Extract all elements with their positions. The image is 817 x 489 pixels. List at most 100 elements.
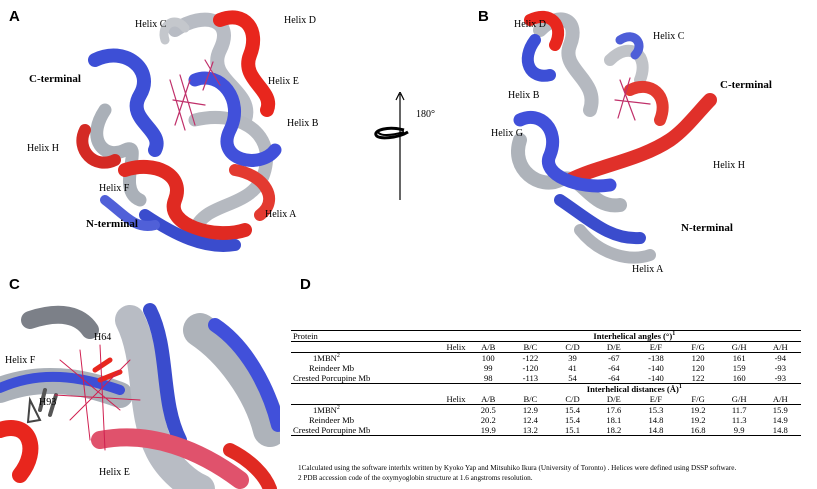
panel-a-helix-a-label: Helix A [265,209,297,220]
panel-c-h93-label: H93 [39,397,57,408]
table-cell: 122 [677,373,719,384]
panel-c-helix-f-label: Helix F [5,355,36,366]
panel-b-c-terminal-label: C-terminal [720,79,772,91]
protein-name: 1MBN [313,405,337,415]
panel-c-h64-label: H64 [94,332,112,343]
table-cell: 15.4 [564,405,581,415]
panel-b-helix-c-label: Helix C [653,31,685,42]
panel-c-helix-e-label: Helix E [99,467,130,478]
helix-pair-header: A/H [759,341,801,353]
table-cell: 18.2 [593,425,635,436]
panel-a-helix-c-label: Helix C [135,19,167,30]
helix-pair-header: B/C [508,341,552,353]
protein-sup: 2 [336,405,340,412]
table-cell: 15.9 [772,405,788,415]
table-cell: -120 [522,363,539,373]
panel-b-helix-a-label: Helix A [632,264,664,275]
table-cell: -113 [508,373,552,384]
table-cell: 14.8 [634,425,678,436]
table-cell: -93 [774,363,787,373]
panel-a-helix-d-label: Helix D [284,15,316,26]
helix-pair-header: F/G [677,341,719,353]
panel-b-ribbon-image [511,10,717,264]
table-cell: 98 [467,373,509,384]
table-cell: 15.3 [648,405,664,415]
panel-a-helix-e-label: Helix E [268,76,299,87]
table-cell: -93 [759,373,801,384]
table-footnote-1: 1Calculated using the software interhlx … [298,464,737,472]
panel-b-n-terminal-label: N-terminal [681,222,733,234]
helix-column-label: Helix [446,342,466,352]
table-cell: -140 [634,373,678,384]
panel-a-ribbon-image [76,10,282,252]
table-cell: 14.9 [772,415,788,425]
table-footnote-2: 2 PDB accession code of the oxymyoglobin… [298,474,533,482]
table-cell: -64 [593,373,635,384]
panel-a-helix-f-label: Helix F [99,183,130,194]
table-cell: 19.2 [690,405,706,415]
panel-a-c-terminal-label: C-terminal [29,73,81,85]
panel-a-helix-h-label: Helix H [27,143,59,154]
helix-pair-header: G/H [718,341,760,353]
table-cell: 160 [718,373,760,384]
table-cell: -138 [648,353,664,363]
table-cell: 12.4 [522,415,538,425]
panel-b-helix-b-label: Helix B [508,90,540,101]
protein-name: 1MBN [313,353,337,363]
helix-pair-header: F/G [677,394,719,405]
table-cell: 17.6 [606,405,622,415]
helix-pair-header: B/C [508,394,552,405]
panel-b-helix-h-label: Helix H [713,160,745,171]
table-cell: 100 [481,353,495,363]
distances-section-title-sup: 1 [678,384,682,391]
table-cell: -140 [648,363,664,373]
table-cell: 13.2 [508,425,552,436]
helix-column-label: Helix [446,394,466,404]
rotation-arrow-icon [374,92,409,200]
table-cell: 15.4 [564,415,581,425]
table-cell: 11.3 [731,415,747,425]
panel-a-letter: A [9,8,20,25]
table-cell: -94 [774,353,787,363]
table-cell: 14.8 [648,415,664,425]
helix-pair-header: C/D [551,394,594,405]
helix-pair-header: C/D [551,341,594,353]
table-cell: 16.8 [677,425,719,436]
helix-pair-header: G/H [718,394,760,405]
table-cell: 54 [551,373,594,384]
panel-d-letter: D [300,276,311,293]
table-cell: 99 [483,363,493,373]
table-cell: 20.2 [480,415,496,425]
table-cell: 41 [568,363,577,373]
angles-section-title-text: Interhelical angles (°) [593,331,673,341]
helix-pair-header: D/E [593,341,635,353]
protein-name: Crested Porcupine Mb [293,373,371,383]
table-cell: 14.8 [759,425,801,436]
panel-a-helix-b-label: Helix B [287,118,319,129]
table-cell: -122 [522,353,539,363]
distances-section-title-text: Interhelical distances (Å) [586,384,679,394]
protein-name: Reindeer Mb [309,363,355,373]
panel-b-helix-d-label: Helix D [514,19,546,30]
table-cell: 161 [732,353,746,363]
table-cell: 18.1 [606,415,622,425]
panel-b-letter: B [478,8,489,25]
panel-c-letter: C [9,276,20,293]
angles-section-title: Protein Interhelical angles (°)1 [291,330,801,342]
table-cell: 19.9 [467,425,509,436]
helix-pair-header: A/B [467,341,509,353]
panel-b-helix-g-label: Helix G [491,128,523,139]
table-cell: 159 [732,363,746,373]
angles-section-title-sup: 1 [672,331,676,338]
protein-column-header: Protein [293,331,318,341]
table-cell: -64 [608,363,620,373]
table-cell: -67 [608,353,620,363]
protein-name: Reindeer Mb [309,415,355,425]
